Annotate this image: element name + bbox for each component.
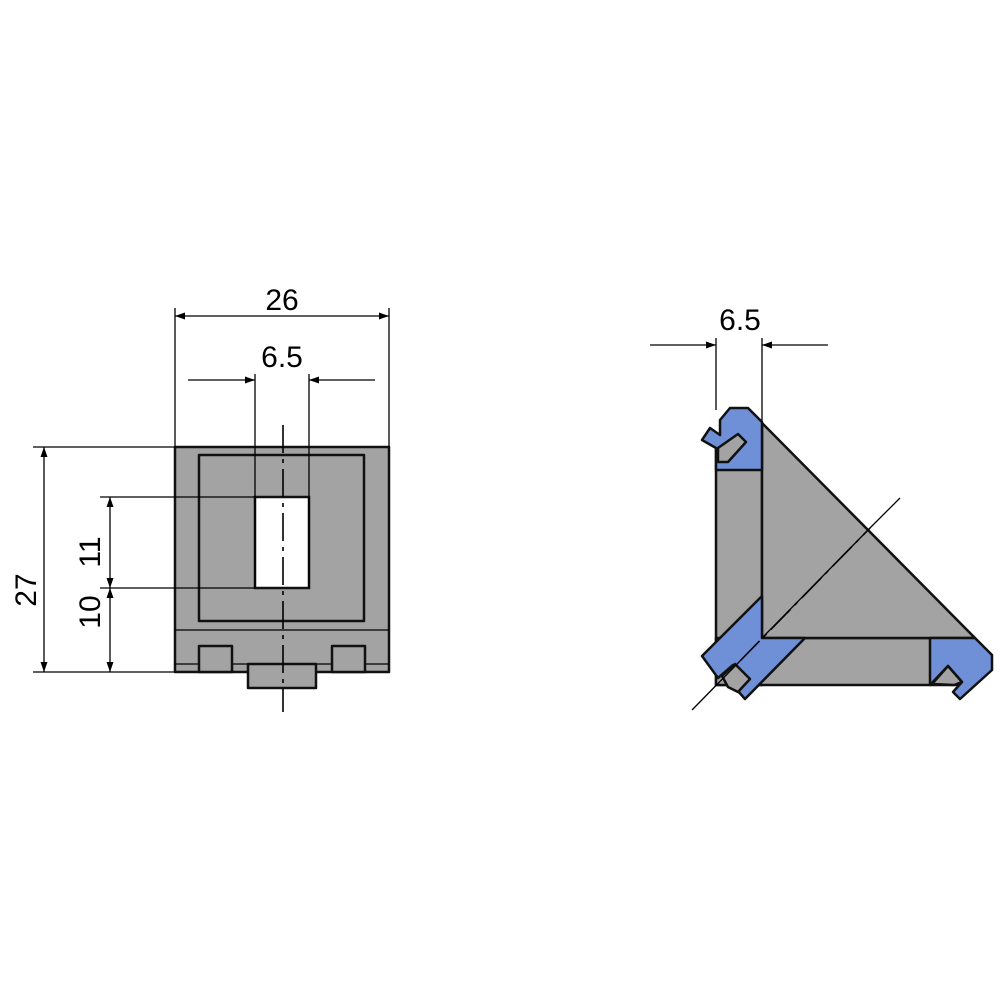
inner-recess xyxy=(197,453,366,623)
side-view: 6.5 xyxy=(650,304,994,711)
dim-height-label: 27 xyxy=(10,573,43,606)
dim-side-slot-width-label: 6.5 xyxy=(719,304,761,337)
front-view: 26 6.5 27 11 10 xyxy=(10,284,391,712)
tab-right xyxy=(330,644,367,674)
dim-slot-offset-label: 10 xyxy=(74,595,107,628)
slot xyxy=(253,495,311,590)
tab-left xyxy=(197,644,234,674)
dim-width-label: 26 xyxy=(265,284,298,317)
diagonal-center-line xyxy=(869,497,901,529)
dim-slot-width-label: 6.5 xyxy=(261,341,303,374)
right-slot-nut xyxy=(928,636,994,701)
dim-slot-height-label: 11 xyxy=(74,536,107,567)
base-protrusion xyxy=(246,662,318,690)
